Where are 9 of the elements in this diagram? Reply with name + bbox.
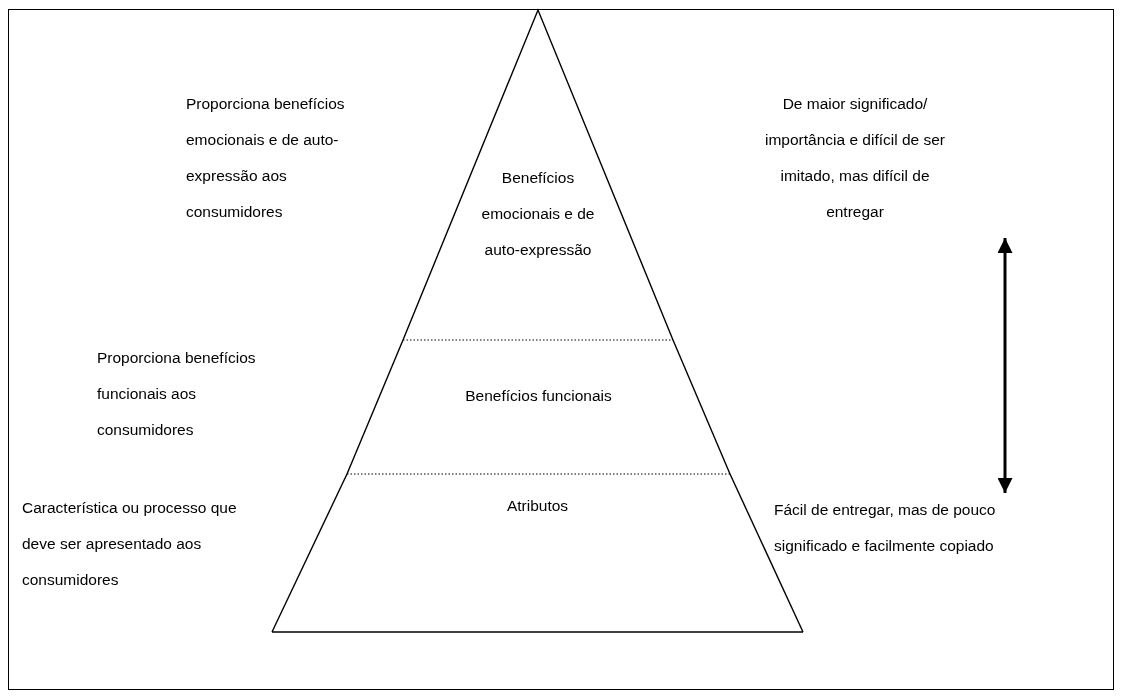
description-text: Característica ou processo que deve ser apresentado aos consumidores — [22, 498, 237, 590]
note-text: Fácil de entregar, mas de pouco significado e facilmente copiado — [774, 492, 1022, 564]
tier-label: Benefícios emocionais e de auto-expressão — [480, 168, 596, 260]
tier-label: Benefícios funcionais — [464, 386, 613, 406]
description-text: Proporciona benefícios emocionais e de auto-expressão aos consumidores — [186, 94, 346, 222]
note-text: De maior significado/ importância e difícil de ser imitado, mas difícil de entregar — [752, 86, 1024, 230]
double-arrow — [997, 238, 1013, 493]
description-text: Proporciona benefícios funcionais aos consumidores — [97, 348, 257, 440]
tier-label: Atributos — [505, 496, 570, 516]
